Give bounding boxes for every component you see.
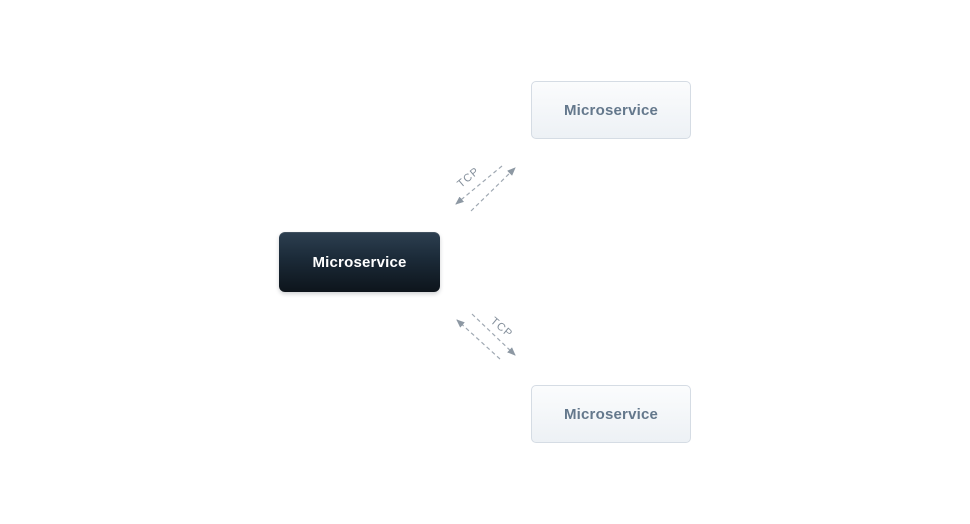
dashed-arrow-to-left <box>455 165 503 205</box>
node-microservice-top: Microservice <box>531 81 691 139</box>
dashed-arrow-to-top-right <box>470 167 516 212</box>
node-label: Microservice <box>563 101 659 119</box>
node-microservice-left: Microservice <box>279 232 440 292</box>
tcp-connection-bottom: TCP <box>456 313 516 360</box>
node-microservice-bottom: Microservice <box>531 385 691 443</box>
tcp-label-bottom: TCP <box>488 315 515 340</box>
tcp-label-top: TCP <box>455 165 482 190</box>
dashed-arrow-to-left <box>456 319 501 360</box>
node-label: Microservice <box>563 405 659 423</box>
node-label: Microservice <box>312 253 407 271</box>
dashed-arrow-to-bottom-right <box>471 313 516 356</box>
tcp-connection-top: TCP <box>455 165 516 212</box>
